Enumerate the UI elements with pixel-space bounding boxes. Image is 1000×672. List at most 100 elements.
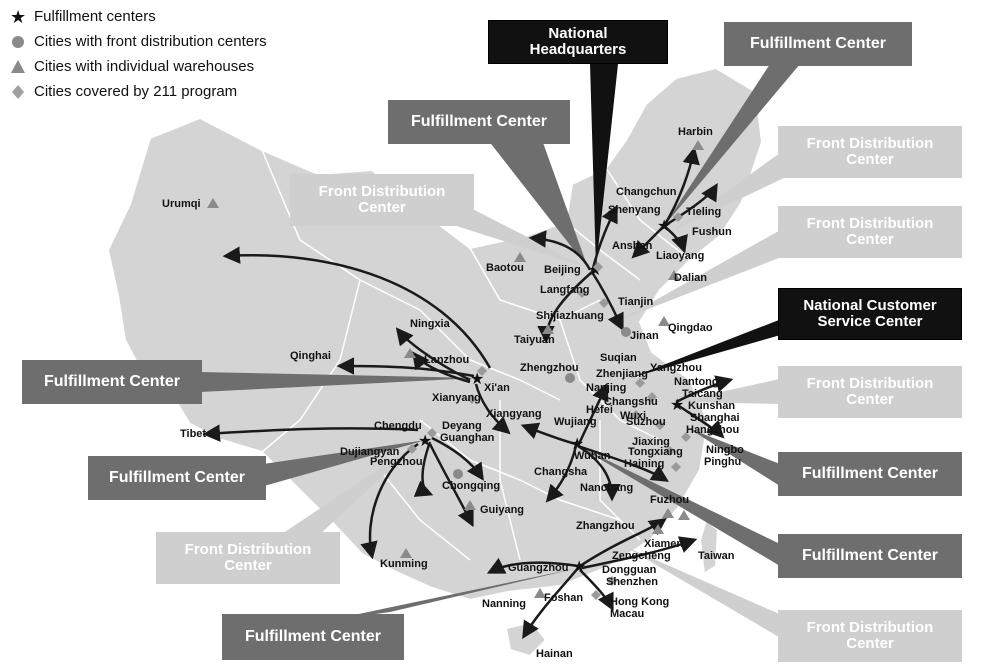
city-label: Suqian (600, 352, 637, 364)
city-label: Langfang (540, 284, 590, 296)
city-label: Pengzhou (370, 456, 423, 468)
callout-front-distribution-center: Front Distribution Center (290, 174, 474, 226)
city-label: Qinghai (290, 350, 331, 362)
legend-label: Cities with individual warehouses (34, 58, 255, 75)
city-label: Tongxiang (628, 446, 683, 458)
star-icon: ★ (470, 371, 484, 388)
city-label: Yangzhou (650, 362, 702, 374)
city-label: Ningbo (706, 444, 744, 456)
city-label: Shijiazhuang (536, 310, 604, 322)
city-label: Zhangzhou (576, 520, 635, 532)
legend-label: Fulfillment centers (34, 8, 156, 25)
callout-pointers (200, 64, 800, 640)
callout-front-distribution-center: Front Distribution Center (156, 532, 340, 584)
city-label: Anshan (612, 240, 653, 252)
city-label: Xiangyang (486, 408, 542, 420)
city-label: Haining (624, 458, 665, 470)
city-label: Jiaxing (632, 436, 670, 448)
star-icon: ★ (570, 436, 584, 453)
callout-fulfillment-center: Fulfillment Center (222, 614, 404, 660)
city-label: Hainan (536, 648, 573, 660)
city-label: Changchun (616, 186, 677, 198)
city-label: Dongguan (602, 564, 657, 576)
city-label: Taiwan (698, 550, 735, 562)
legend-label: Cities with front distribution centers (34, 33, 267, 50)
city-label: Hefei (586, 404, 613, 416)
callout-front-distribution-center: Front Distribution Center (778, 126, 962, 178)
svg-text:★: ★ (10, 7, 26, 27)
city-label: Baotou (486, 262, 524, 274)
city-label: Kunshan (688, 400, 736, 412)
city-label: Zhengzhou (520, 362, 579, 374)
city-label: Tibet (180, 428, 207, 440)
city-label: Fushun (692, 226, 732, 238)
city-label: Wuxi (620, 410, 647, 422)
callout-fulfillment-center: Fulfillment Center (778, 452, 962, 496)
city-label: Dujiangyan (340, 446, 400, 458)
city-label: Qingdao (668, 322, 713, 334)
callout-fulfillment-center: Fulfillment Center (22, 360, 202, 404)
callout-front-distribution-center: Front Distribution Center (778, 610, 962, 662)
city-label: Shenzhen (606, 576, 658, 588)
city-label: Hong Kong (610, 596, 670, 608)
program-markers (407, 212, 691, 600)
city-label: Guangzhou (508, 562, 569, 574)
legend: ★ Fulfillment centers Cities with front … (8, 4, 267, 104)
city-label: Jinan (630, 330, 659, 342)
city-label: Guiyang (480, 504, 525, 516)
city-label: Taiyuan (514, 334, 555, 346)
legend-211: Cities covered by 211 program (8, 79, 267, 104)
city-label: Macau (610, 608, 645, 620)
warehouse-markers (207, 140, 704, 598)
city-label: Tieling (686, 206, 722, 218)
city-label: Changsha (534, 466, 588, 478)
city-label: Ningxia (410, 318, 450, 330)
city-label: Guanghan (440, 432, 495, 444)
callout-front-distribution-center: Front Distribution Center (778, 206, 962, 258)
city-label: Pinghu (704, 456, 742, 468)
city-label: Nanjing (586, 382, 627, 394)
callout-fulfillment-center: Fulfillment Center (88, 456, 266, 500)
callout-national-customer-service-center: National Customer Service Center (778, 288, 962, 340)
city-label: Shanghai (690, 412, 740, 424)
city-label: Dalian (674, 272, 708, 284)
city-label: Chengdu (374, 420, 422, 432)
city-label: Xi'an (484, 382, 510, 394)
city-label: Deyang (442, 420, 482, 432)
city-label: Shenyang (608, 204, 661, 216)
callout-fulfillment-center: Fulfillment Center (724, 22, 912, 66)
distribution-arrows (202, 146, 734, 639)
callout-fulfillment-center: Fulfillment Center (778, 534, 962, 578)
city-label: Zhenjiang (596, 368, 648, 380)
city-label: Wujiang (554, 416, 597, 428)
city-label: Changshu (604, 396, 658, 408)
city-label: Harbin (678, 126, 713, 138)
city-label: Xiamen (644, 538, 684, 550)
legend-warehouse: Cities with individual warehouses (8, 54, 267, 79)
city-label: Wuhan (574, 450, 611, 462)
legend-fulfillment: ★ Fulfillment centers (8, 4, 267, 29)
city-label: Hangzhou (686, 424, 740, 436)
triangle-icon (11, 59, 25, 73)
province-borders (261, 149, 691, 561)
star-icon: ★ (657, 218, 671, 235)
city-label: Xianyang (432, 392, 481, 404)
star-icon: ★ (572, 559, 586, 576)
legend-label: Cities covered by 211 program (34, 83, 238, 100)
city-label: Beijing (544, 264, 581, 276)
city-label: Kunming (380, 558, 428, 570)
city-label: Nanchang (580, 482, 634, 494)
legend-front: Cities with front distribution centers (8, 29, 267, 54)
star-icon: ★ (670, 397, 684, 414)
city-label: Nanning (482, 598, 526, 610)
front-markers (453, 327, 631, 479)
city-label: Suzhou (626, 416, 666, 428)
city-label: Foshan (544, 592, 584, 604)
callout-fulfillment-center: Fulfillment Center (388, 100, 570, 144)
star-icon: ★ (10, 7, 26, 27)
city-label: Urumqi (162, 198, 201, 210)
city-label: Nantong (674, 376, 719, 388)
circle-icon (12, 35, 24, 48)
